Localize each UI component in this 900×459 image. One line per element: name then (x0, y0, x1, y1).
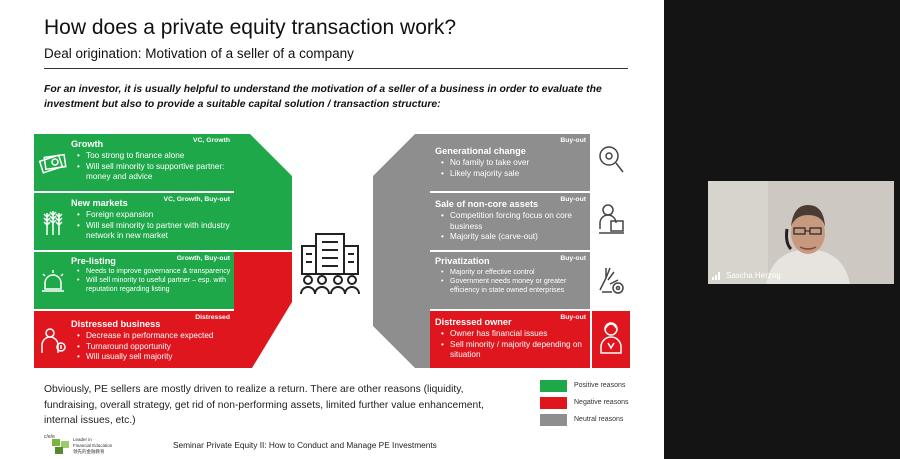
logo-graphic (52, 439, 69, 454)
growth-tag: VC, Growth (192, 137, 230, 144)
logo-line-3: 领先的金融教育 (73, 449, 105, 454)
new-markets-box: New markets VC, Growth, Buy-out Foreign … (34, 193, 234, 250)
generational-change-box: Generational change Buy-out No family to… (430, 134, 590, 191)
non-core-assets-bullet: Competition forcing focus on core busine… (438, 211, 588, 232)
alarm-icon (42, 270, 64, 292)
pre-listing-bullet: Needs to improve governance & transparen… (74, 267, 232, 276)
new-markets-title: New markets (71, 198, 128, 208)
growth-box: Growth VC, Growth Too strong to finance … (34, 134, 234, 191)
pre-listing-bullet: Will sell minority to useful partner – e… (74, 276, 232, 294)
distressed-business-bullet: Turnaround opportunity (74, 342, 232, 353)
legend-swatch-negative (540, 397, 567, 409)
wheat-icon (43, 211, 63, 235)
generational-change-tag: Buy-out (560, 137, 586, 144)
distressed-business-tag: Distressed (195, 314, 230, 321)
logo-mark: c/e/e (44, 434, 55, 440)
non-core-assets-tag: Buy-out (560, 196, 586, 203)
connector-shapes (234, 134, 430, 368)
search-cogs-icon (599, 146, 624, 173)
money-bills-icon (38, 153, 67, 174)
privatization-tag: Buy-out (560, 255, 586, 262)
slide-footer: Seminar Private Equity II: How to Conduc… (173, 440, 437, 450)
distressed-owner-title: Distressed owner (435, 317, 512, 327)
generational-change-bullet: Likely majority sale (438, 169, 588, 180)
distressed-business-bullet: Will usually sell majority (74, 352, 232, 363)
legend-swatch-positive (540, 380, 567, 392)
title-divider (44, 68, 628, 69)
logo-line-1: Leader in (73, 437, 92, 442)
intro-text: For an investor, it is usually helpful t… (44, 84, 602, 110)
businesswoman-icon (600, 322, 622, 354)
distressed-owner-icon-box (592, 311, 630, 368)
growth-title: Growth (71, 139, 104, 149)
signal-strength-icon (712, 272, 720, 280)
legend-label-positive: Positive reasons (574, 382, 626, 389)
privatization-bullet: Government needs money or greater effici… (438, 277, 588, 295)
pre-listing-box: Pre-listing Growth, Buy-out Needs to imp… (34, 252, 234, 309)
right-gray-wedge (373, 134, 430, 368)
non-core-assets-bullet: Majority sale (carve-out) (438, 232, 588, 243)
left-green-wedge (234, 134, 292, 250)
pre-listing-title: Pre-listing (71, 256, 116, 266)
generational-change-icon-box (592, 134, 630, 191)
new-markets-tag: VC, Growth, Buy-out (163, 196, 230, 203)
growth-bullet: Will sell minority to supportive partner… (74, 162, 232, 183)
privatization-title: Privatization (435, 256, 490, 266)
non-core-assets-box: Sale of non-core assets Buy-out Competit… (430, 193, 590, 250)
distressed-owner-box: Distressed owner Buy-out Owner has finan… (430, 311, 590, 368)
legend-swatch-neutral (540, 414, 567, 426)
distressed-owner-bullet: Owner has financial issues (438, 329, 588, 340)
distressed-owner-tag: Buy-out (560, 314, 586, 321)
distressed-business-title: Distressed business (71, 319, 161, 329)
privatization-bullet: Majority or effective control (438, 268, 588, 277)
privatization-icon-box (592, 252, 630, 309)
left-red-wedge (234, 252, 292, 368)
legend-label-neutral: Neutral reasons (574, 416, 624, 423)
distressed-owner-bullet: Sell minority / majority depending on si… (438, 340, 588, 361)
slide-subtitle: Deal origination: Motivation of a seller… (44, 46, 354, 61)
distressed-business-box: Distressed business Distressed Decrease … (34, 311, 234, 368)
hand-gear-icon (599, 267, 624, 294)
company-building-icon (300, 233, 360, 295)
logo-line-2: Financial Education (73, 443, 113, 448)
non-core-assets-title: Sale of non-core assets (435, 199, 539, 209)
pre-listing-tag: Growth, Buy-out (176, 255, 230, 262)
new-markets-bullet: Foreign expansion (74, 210, 232, 221)
distressed-business-bullet: Decrease in performance expected (74, 331, 232, 342)
growth-bullet: Too strong to finance alone (74, 151, 232, 162)
participant-video-tile[interactable] (708, 181, 894, 284)
generational-change-bullet: No family to take over (438, 158, 588, 169)
participant-name: Sascha Herzog (726, 271, 781, 280)
participant-video-frame (708, 181, 894, 284)
bottom-text: Obviously, PE sellers are mostly driven … (44, 384, 484, 426)
person-desk-icon (599, 204, 624, 234)
person-money-icon (41, 328, 66, 353)
generational-change-title: Generational change (435, 146, 526, 156)
slide-title: How does a private equity transaction wo… (44, 16, 457, 39)
new-markets-bullet: Will sell minority to partner with indus… (74, 221, 232, 242)
presentation-slide: How does a private equity transaction wo… (0, 0, 664, 459)
privatization-box: Privatization Buy-out Majority or effect… (430, 252, 590, 309)
non-core-assets-icon-box (592, 193, 630, 250)
legend-label-negative: Negative reasons (574, 399, 629, 406)
cee-logo: c/e/e Leader in Financial Education 领先的金… (44, 434, 154, 456)
